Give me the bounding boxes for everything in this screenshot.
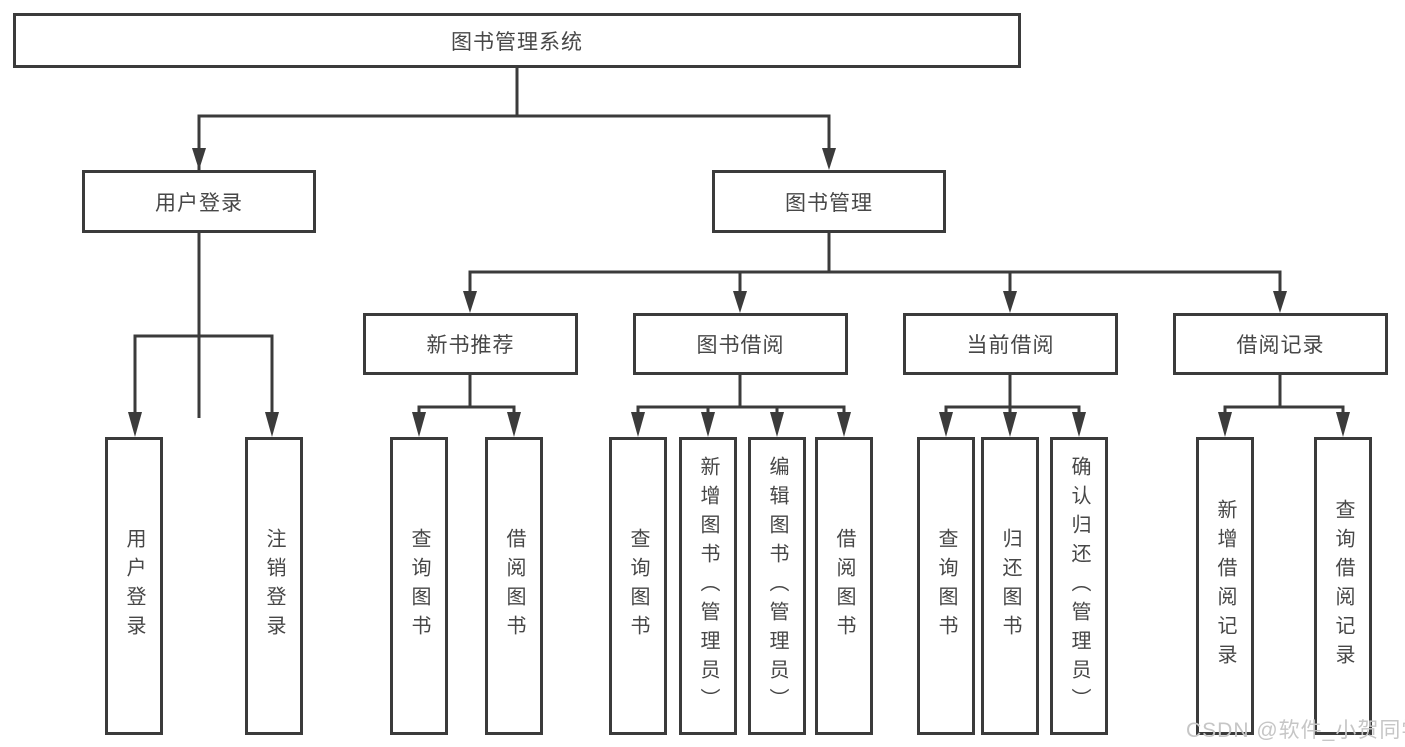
node-root-system: 图书管理系统 bbox=[13, 13, 1021, 68]
node-label: 新增借阅记录 bbox=[1214, 499, 1236, 673]
leaf-borrow-book: 借阅图书 bbox=[815, 437, 873, 735]
csdn-watermark: CSDN @软件_小贺同学 bbox=[1186, 719, 1405, 742]
node-label: 归还图书 bbox=[999, 528, 1021, 644]
leaf-query-book-current: 查询图书 bbox=[917, 437, 975, 735]
leaf-edit-book-admin: 编辑图书（管理员） bbox=[748, 437, 806, 735]
leaf-user-login: 用户登录 bbox=[105, 437, 163, 735]
leaf-return-book: 归还图书 bbox=[981, 437, 1039, 735]
node-borrow-records: 借阅记录 bbox=[1173, 313, 1388, 375]
node-label: 编辑图书（管理员） bbox=[766, 455, 788, 717]
leaf-add-borrow-record: 新增借阅记录 bbox=[1196, 437, 1254, 735]
node-label: 确认归还（管理员） bbox=[1068, 455, 1090, 717]
leaf-query-book-borrow: 查询图书 bbox=[609, 437, 667, 735]
node-label: 图书管理 bbox=[785, 191, 873, 215]
node-label: 借阅图书 bbox=[833, 528, 855, 644]
node-label: 新书推荐 bbox=[426, 334, 515, 357]
node-book-management: 图书管理 bbox=[712, 170, 946, 233]
leaf-query-book-recommend: 查询图书 bbox=[390, 437, 448, 735]
node-label: 用户登录 bbox=[155, 191, 243, 215]
leaf-logout: 注销登录 bbox=[245, 437, 303, 735]
node-label: 新增图书（管理员） bbox=[697, 455, 719, 717]
node-book-borrow: 图书借阅 bbox=[633, 313, 848, 375]
leaf-borrow-book-recommend: 借阅图书 bbox=[485, 437, 543, 735]
leaf-query-borrow-record: 查询借阅记录 bbox=[1314, 437, 1372, 735]
node-label: 借阅记录 bbox=[1236, 334, 1325, 357]
node-label: 查询图书 bbox=[408, 528, 430, 644]
node-label: 图书管理系统 bbox=[451, 30, 583, 54]
node-label: 当前借阅 bbox=[966, 334, 1055, 357]
node-label: 查询图书 bbox=[935, 528, 957, 644]
node-label: 图书借阅 bbox=[696, 334, 785, 357]
node-label: 注销登录 bbox=[263, 528, 285, 644]
node-new-book-recommend: 新书推荐 bbox=[363, 313, 578, 375]
leaf-confirm-return-admin: 确认归还（管理员） bbox=[1050, 437, 1108, 735]
node-user-login: 用户登录 bbox=[82, 170, 316, 233]
node-label: 用户登录 bbox=[123, 528, 145, 644]
node-label: 查询图书 bbox=[627, 528, 649, 644]
leaf-add-book-admin: 新增图书（管理员） bbox=[679, 437, 737, 735]
node-current-borrow: 当前借阅 bbox=[903, 313, 1118, 375]
node-label: 查询借阅记录 bbox=[1332, 499, 1354, 673]
node-label: 借阅图书 bbox=[503, 528, 525, 644]
